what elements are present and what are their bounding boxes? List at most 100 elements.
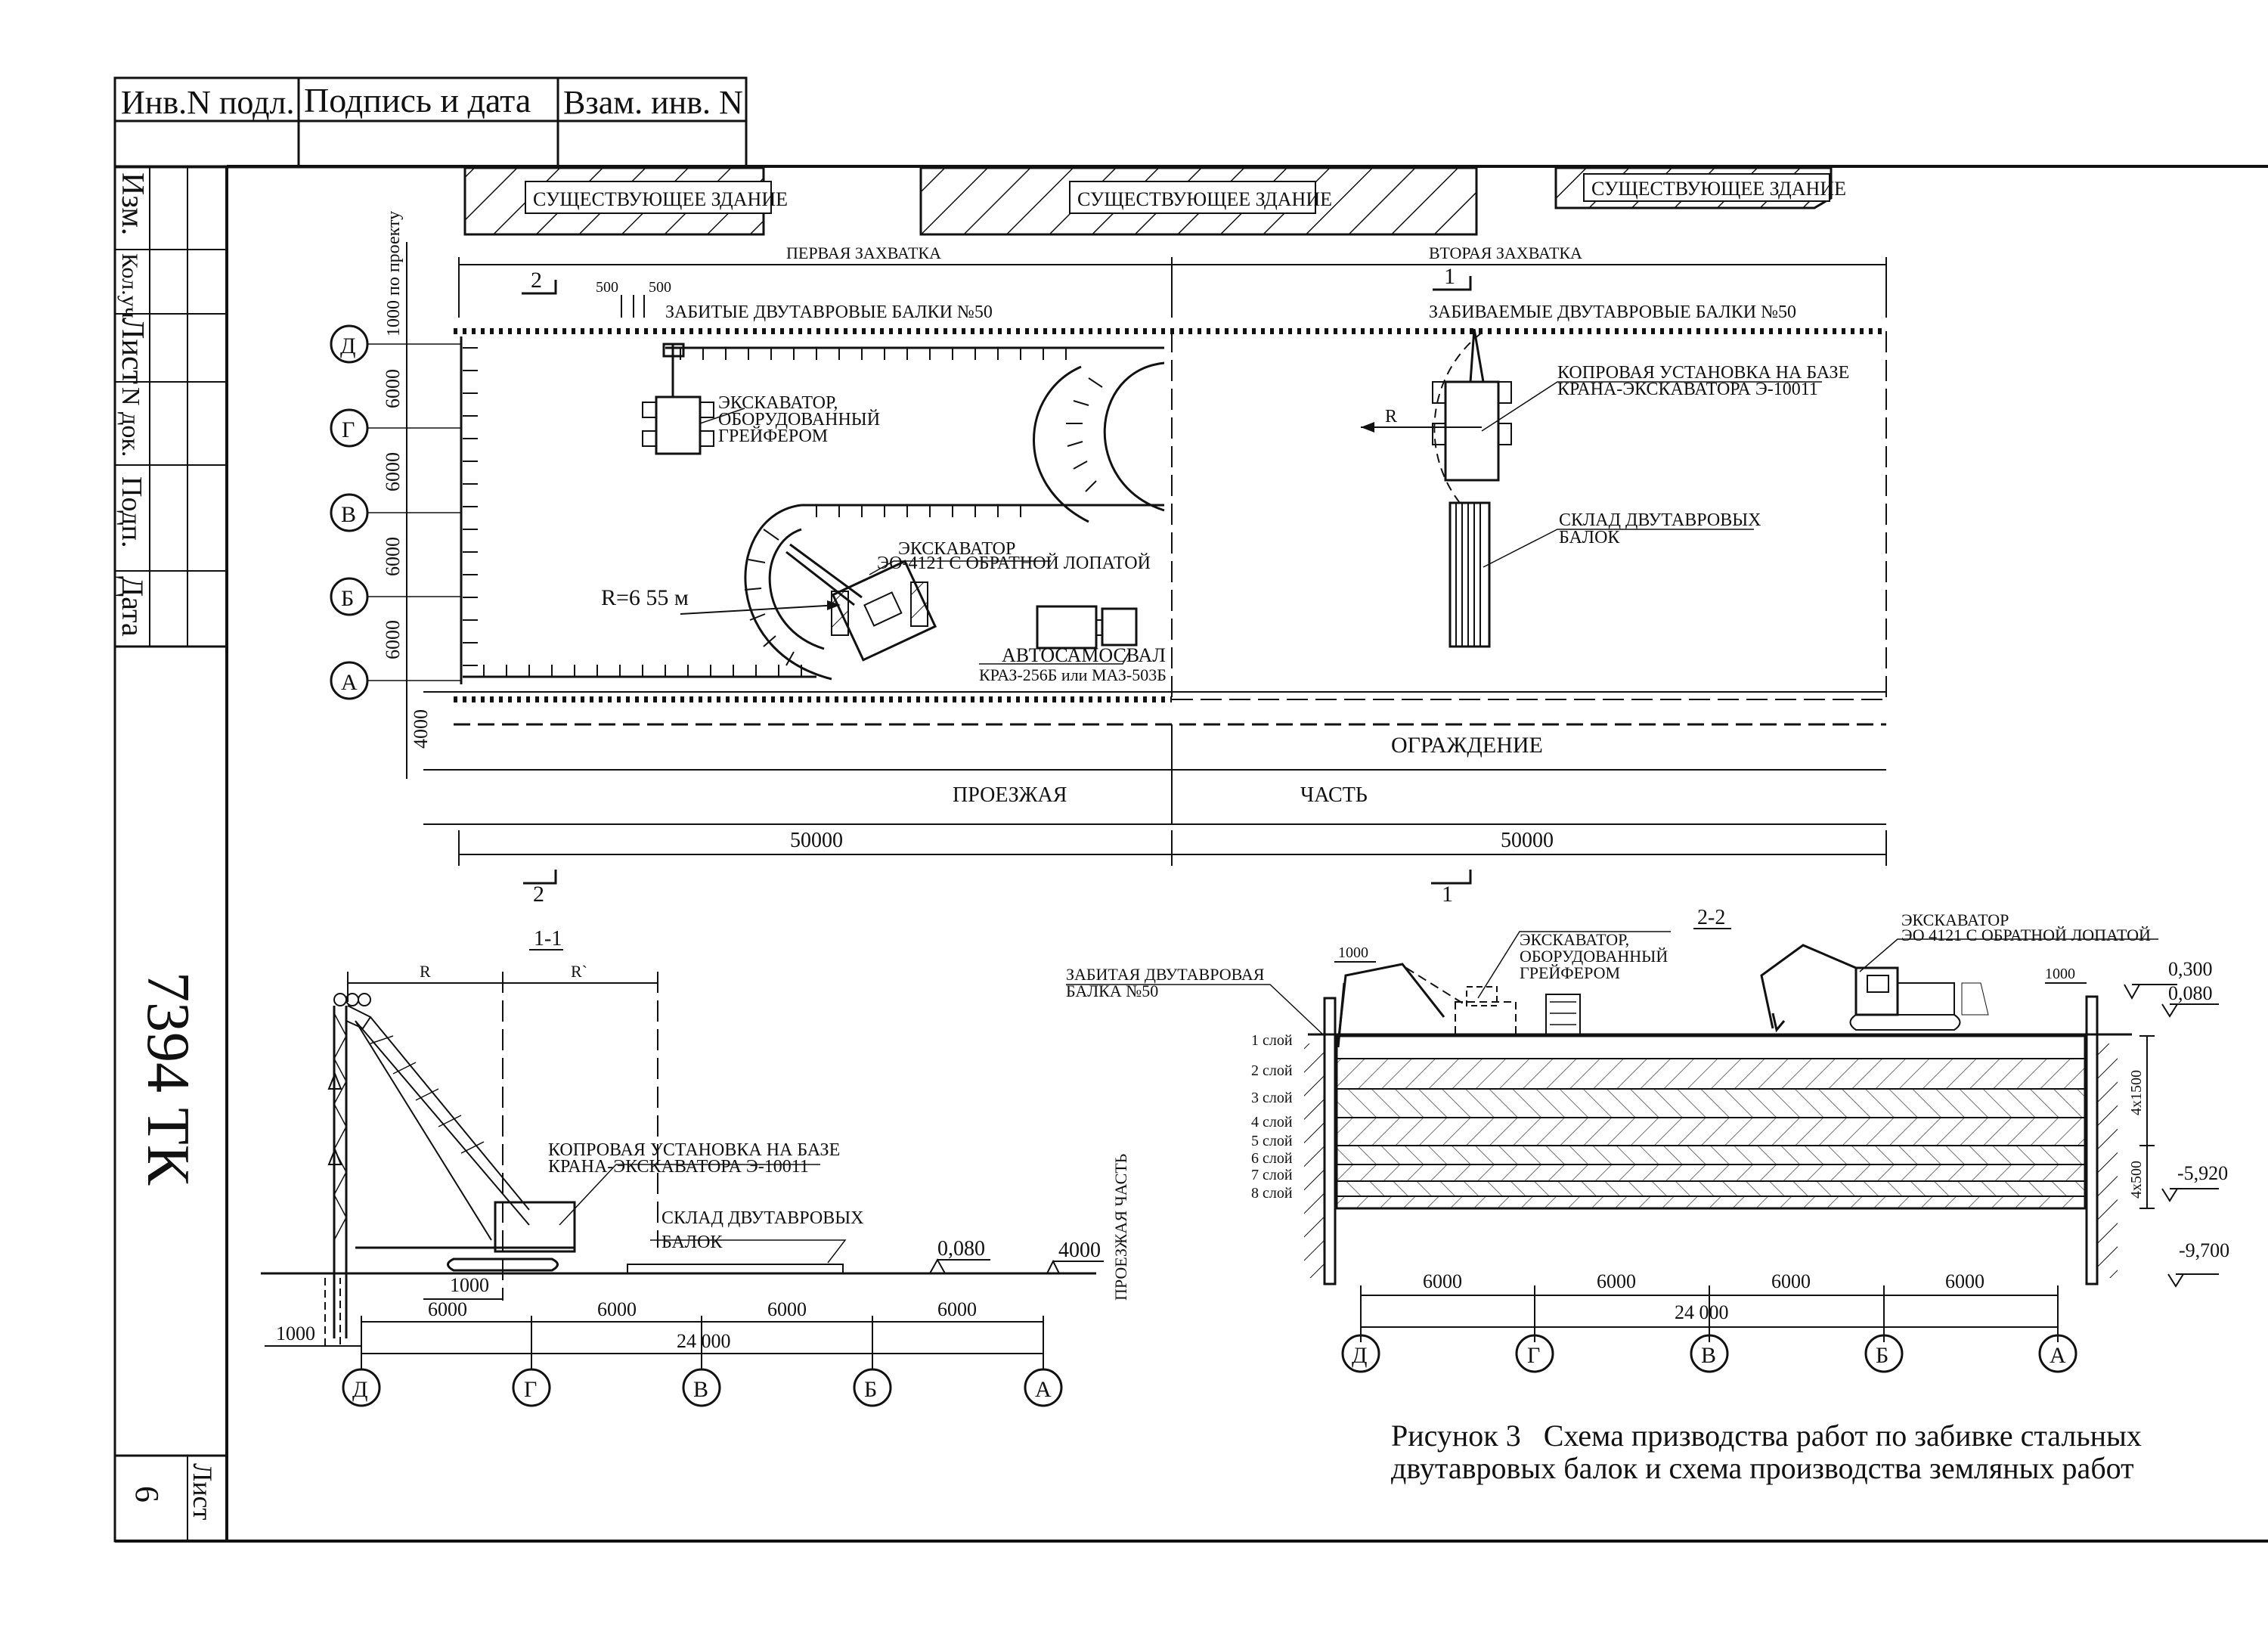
caption-line-1: Рисунок 3 Схема призводства работ по заб… <box>1391 1419 2142 1453</box>
section-1-1-axis-d: Д <box>352 1377 367 1402</box>
dump-truck: АВТОСАМОСВАЛ КРАЗ-256Б или МАЗ-503Б <box>979 605 1167 684</box>
layer-label-8: 8 слой <box>1251 1185 1293 1202</box>
excavation-radius: R=6 55 м <box>601 585 689 610</box>
section-1-1-dim-1000-b: 1000 <box>276 1323 315 1344</box>
beams-driving-label: ЗАБИВАЕМЫЕ ДВУТАВРОВЫЕ БАЛКИ №50 <box>1429 302 1796 322</box>
grab-excavator-label-1: ЭКСКАВАТОР, <box>718 393 838 413</box>
section-1-1-pile-driver-label-2: КРАНА-ЭКСКАВАТОРА Э-10011 <box>548 1157 809 1177</box>
section-1-1-level: 0,080 <box>937 1237 985 1261</box>
section-2-2-axis-d: Д <box>1352 1343 1367 1368</box>
section-2-2-backhoe-label-1: ЭКСКАВАТОР <box>1901 910 2009 929</box>
building-2-label: СУЩЕСТВУЮЩЕЕ ЗДАНИЕ <box>1077 188 1332 210</box>
layer-label-2: 2 слой <box>1251 1062 1293 1079</box>
beams-driven-label: ЗАБИТЫЕ ДВУТАВРОВЫЕ БАЛКИ №50 <box>665 302 993 322</box>
stamp-data: Дата <box>116 576 150 637</box>
section-2-2-dim-6000-4: 6000 <box>1945 1270 1984 1292</box>
section-2-2-beam-label-1: ЗАБИТАЯ ДВУТАВРОВАЯ <box>1066 965 1265 984</box>
plan-dim-4000: 4000 <box>410 709 432 749</box>
existing-buildings: СУЩЕСТВУЮЩЕЕ ЗДАНИЕ СУЩЕСТВУЮЩЕЕ ЗДАНИЕ … <box>463 166 1846 236</box>
dump-truck-label-1: АВТОСАМОСВАЛ <box>1002 644 1166 666</box>
backhoe-excavator: ЭКСКАВАТОР ЭО-4121 С ОБРАТНОЙ ЛОПАТОЙ R=… <box>601 539 1151 662</box>
stamp-vzam: Взам. инв. N <box>563 84 743 121</box>
section-2-2-backhoe-label-2: ЭО 4121 С ОБРАТНОЙ ЛОПАТОЙ <box>1901 926 2151 944</box>
section-1-1-stock-label-1: СКЛАД ДВУТАВРОВЫХ <box>662 1208 863 1228</box>
plan-dim-50000-2: 50000 <box>1501 829 1554 852</box>
section-1-1-dim-24000: 24 000 <box>677 1330 731 1352</box>
section-2-2-axis-b: Б <box>1876 1343 1888 1368</box>
section-1-1-axis-v: В <box>693 1377 708 1402</box>
cut-2-mark: 2 <box>531 268 542 293</box>
section-1-1-r1: R <box>420 962 431 981</box>
section-2-2-grab-label-1: ЭКСКАВАТОР, <box>1520 930 1629 949</box>
section-2-2-backhoe <box>1760 944 1989 1033</box>
plan-bottom-dimension: 50000 50000 2 1 <box>458 829 1887 907</box>
section-2-2-axis-g: Г <box>1527 1343 1540 1368</box>
section-1-1-dim-4000: 4000 <box>1058 1239 1101 1262</box>
road-label-2: ЧАСТЬ <box>1300 783 1368 807</box>
plan-axis-d: Д <box>340 333 355 358</box>
layer-label-7: 7 слой <box>1251 1167 1293 1183</box>
level-0-300: 0,300 <box>2168 958 2213 980</box>
stamp-izm: Изм. <box>115 172 150 235</box>
section-1-1-road: ПРОЕЗЖАЯ ЧАСТЬ <box>1111 1154 1130 1301</box>
section-2-2-beam-label-2: БАЛКА №50 <box>1066 982 1158 1000</box>
section-2-2-dim-6000-2: 6000 <box>1597 1270 1636 1292</box>
layer-label-3: 3 слой <box>1251 1090 1293 1106</box>
section-1-1-axis-b: Б <box>864 1377 877 1402</box>
zone-1-label: ПЕРВАЯ ЗАХВАТКА <box>786 243 941 262</box>
sheet-label: Лист <box>187 1463 218 1521</box>
dim-500-a: 500 <box>596 279 618 296</box>
stamp-kol: Кол.уч. <box>117 253 142 324</box>
section-1-1-r2: R` <box>571 962 587 981</box>
pile-driver-plan: R КОПРОВАЯ УСТАНОВКА НА БАЗЕ КРАНА-ЭКСКА… <box>1361 328 1849 507</box>
left-retaining-beam <box>1323 997 1337 1285</box>
ramp-curve-upper <box>1033 365 1089 523</box>
stamp-list: Лист <box>115 318 150 384</box>
plan-dim-project: 1000 по проекту <box>384 211 404 336</box>
plan-dim-6000-2: 6000 <box>382 452 404 492</box>
right-retaining-beam <box>2085 995 2099 1285</box>
stock-plan-label-1: СКЛАД ДВУТАВРОВЫХ <box>1559 510 1761 530</box>
plan-axis-g: Г <box>342 417 355 442</box>
section-1-1-dim-6000-1: 6000 <box>428 1298 467 1320</box>
plan-axis-a: А <box>341 670 358 695</box>
section-2-2: 2-2 1 слой 2 слой 3 слой 4 слой <box>1066 906 2229 1373</box>
section-1-1-title: 1-1 <box>534 927 562 951</box>
zones-dimension: ПЕРВАЯ ЗАХВАТКА ВТОРАЯ ЗАХВАТКА <box>458 243 1887 318</box>
level-0-080: 0,080 <box>2168 982 2213 1004</box>
sheet-number: 6 <box>129 1486 166 1503</box>
section-1-1-dim-6000-4: 6000 <box>937 1298 977 1320</box>
fence-label: ОГРАЖДЕНИЕ <box>1391 733 1543 758</box>
building-1-label: СУЩЕСТВУЮЩЕЕ ЗДАНИЕ <box>533 188 788 210</box>
dump-truck-label-2: КРАЗ-256Б или МАЗ-503Б <box>979 665 1167 684</box>
plan-dim-50000-1: 50000 <box>790 829 843 852</box>
section-2-2-axis-v: В <box>1701 1343 1716 1368</box>
section-2-2-dim-4x1500: 4х1500 <box>2128 1070 2145 1115</box>
section-2-2-dim-6000-3: 6000 <box>1771 1270 1811 1292</box>
section-2-2-dim-6000-1: 6000 <box>1423 1270 1462 1292</box>
building-3-label: СУЩЕСТВУЮЩЕЕ ЗДАНИЕ <box>1591 178 1846 200</box>
zone-2-label: ВТОРАЯ ЗАХВАТКА <box>1429 243 1582 262</box>
section-1-1-pile-driver-label-1: КОПРОВАЯ УСТАНОВКА НА БАЗЕ <box>548 1140 840 1160</box>
section-2-2-grab-label-3: ГРЕЙФЕРОМ <box>1520 963 1620 982</box>
dim-500-b: 500 <box>649 279 671 296</box>
stamp-ndok: N док. <box>116 387 144 457</box>
beam-stock-plan: СКЛАД ДВУТАВРОВЫХ БАЛОК <box>1448 501 1761 648</box>
plan-view: СУЩЕСТВУЮЩЕЕ ЗДАНИЕ СУЩЕСТВУЮЩЕЕ ЗДАНИЕ … <box>330 166 1887 907</box>
section-1-1-beam-stock <box>627 1264 844 1274</box>
figure-caption: Рисунок 3 Схема призводства работ по заб… <box>1391 1419 2142 1485</box>
backhoe-label-1: ЭКСКАВАТОР <box>898 539 1015 559</box>
grab-excavator-label-3: ГРЕЙФЕРОМ <box>718 426 828 446</box>
section-1-1-axis-a: А <box>1035 1377 1052 1402</box>
pile-driver-carrier <box>355 1201 576 1272</box>
plan-dim-6000-4: 6000 <box>382 620 404 659</box>
plan-axis-v: В <box>341 502 356 527</box>
backhoe-label-2: ЭО-4121 С ОБРАТНОЙ ЛОПАТОЙ <box>877 554 1151 573</box>
stamp-inv-podl: Инв.N подл. <box>121 84 295 121</box>
section-2-2-axis-a: А <box>2050 1343 2066 1368</box>
section-2-2-dim-1000-left: 1000 <box>1338 944 1368 961</box>
section-1-1-stock-label-2: БАЛОК <box>662 1233 723 1252</box>
cut-2-bottom-mark: 2 <box>533 882 544 907</box>
road-label-1: ПРОЕЗЖАЯ <box>953 783 1067 807</box>
